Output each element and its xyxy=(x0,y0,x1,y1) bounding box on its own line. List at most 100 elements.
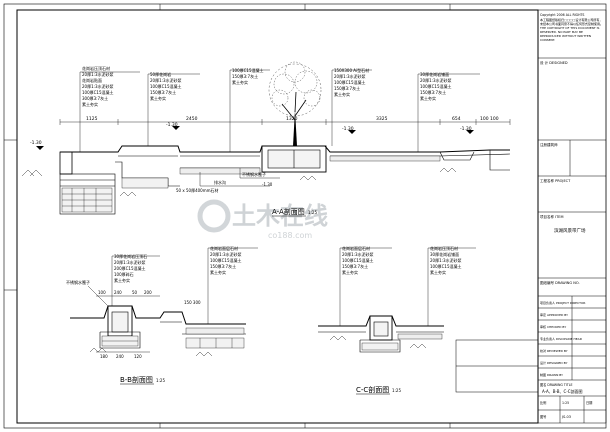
aa-center-note: 150厚3:7灰土 xyxy=(232,73,258,79)
cc-note: 花岗岩压顶石材 xyxy=(430,245,458,251)
copyright-note-cn: 本工程图纸版权归□□□□设计有限公司所有，未经本公司书面同意不得以任何形式复制使… xyxy=(540,18,604,26)
bb-dimensions: 100 240 50 200 150 300 180 240 120 xyxy=(96,290,201,359)
level-triangle-icon xyxy=(36,146,44,150)
aa-right-note: 20厚1:3水泥砂浆 xyxy=(334,73,366,79)
role-row: 项目负责人 PROJECT DIRECTOR xyxy=(540,300,585,305)
cc-note: 素土夯实 xyxy=(430,269,446,275)
aa-left-note: 300厚3:7灰土 xyxy=(82,95,108,101)
role-row: 校对 REVIEWED BY xyxy=(540,348,568,353)
aa-mid-note: 素土夯实 xyxy=(150,95,166,101)
cc-note: 150厚3:7灰土 xyxy=(342,263,368,269)
role-row: 设计 DESIGNED BY xyxy=(540,360,568,365)
date-label: 日期 xyxy=(586,400,592,405)
bb-note: 素土夯实 xyxy=(210,269,226,275)
aa-dim-label: 1320 xyxy=(286,116,298,122)
stamp-label: 注册建筑师 xyxy=(540,142,558,147)
role-row: 审定 APPROVED BY xyxy=(540,312,568,317)
aa-level: -1.30 xyxy=(166,122,178,128)
scale-value: 1:25 xyxy=(562,401,569,405)
bb-dim-label: 200 xyxy=(144,290,152,295)
copyright: Copyright 2006 ALL RIGHTS xyxy=(540,13,584,17)
cc-note: 花岗岩面层石材 xyxy=(342,245,370,251)
cc-note: 100厚C15混凝土 xyxy=(430,263,462,269)
bb-notes: 30厚花岗岩压顶石 20厚1:3水泥砂浆 200厚C15混凝土 100厚碎石 素… xyxy=(66,245,242,285)
aa-left-note: 花岗岩贴面 xyxy=(82,77,102,83)
aa-dim-label: 2450 xyxy=(186,116,198,122)
section-aa xyxy=(21,145,511,215)
cc-notes: 花岗岩面层石材 20厚1:3水泥砂浆 100厚C15混凝土 150厚3:7灰土 … xyxy=(342,245,462,275)
bb-note: 花岗岩面层石材 xyxy=(210,245,238,251)
aa-bottom-note: -1.30 xyxy=(262,182,273,187)
bb-note: 20厚1:3水泥砂浆 xyxy=(114,259,146,265)
aa-right-note: 150X300 Ai型石材 xyxy=(334,67,369,73)
drawing-no-label: 图纸编号 DRAWING NO. xyxy=(540,280,580,285)
section-title: A-A剖面图 xyxy=(272,207,305,216)
section-scale: 1:25 xyxy=(156,378,165,383)
aa-left-notes: 花岗岩压顶石材 20厚1:3水泥砂浆 花岗岩贴面 20厚1:3水泥砂浆 100厚… xyxy=(82,65,114,107)
aa-mid-note: 50厚花岗岩 xyxy=(150,71,171,77)
sheet-number: JS-03 xyxy=(561,415,571,419)
cc-note: 素土夯实 xyxy=(342,269,358,275)
aa-far-notes: 30厚花岗岩铺面 20厚1:3水泥砂浆 100厚C15混凝土 150厚3:7灰土… xyxy=(420,71,452,101)
title-block-text: Copyright 2006 ALL RIGHTS 本工程图纸版权归□□□□设计… xyxy=(540,13,604,419)
bb-dim-label: 100 xyxy=(98,290,106,295)
aa-bottom-note: 不锈钢水篦子 xyxy=(242,171,266,177)
aa-left-note: 花岗岩压顶石材 xyxy=(82,65,110,71)
level-triangle-icon xyxy=(172,126,180,130)
level-triangle-icon xyxy=(466,130,474,134)
bb-bottom-dim: 180 xyxy=(100,354,108,359)
aa-far-note: 素土夯实 xyxy=(420,95,436,101)
aa-far-note: 20厚1:3水泥砂浆 xyxy=(420,77,452,83)
aa-left-note: 100厚C15混凝土 xyxy=(82,89,114,95)
aa-mid-note: 20厚1:3水泥砂浆 xyxy=(150,77,182,83)
bb-title: B-B剖面图 1:25 xyxy=(120,375,165,385)
section-scale: 1:25 xyxy=(308,210,317,215)
bb-bottom-dim: 120 xyxy=(134,354,142,359)
section-scale: 1:25 xyxy=(392,388,401,393)
cc-note: 20厚1:3水泥砂浆 xyxy=(342,251,374,257)
aa-center-note: 100厚C15混凝土 xyxy=(232,67,264,73)
bb-note: 150厚3:7灰土 xyxy=(210,263,236,269)
cc-foundation-hatch xyxy=(361,333,443,351)
aa-center-notes: 100厚C15混凝土 150厚3:7灰土 素土夯实 xyxy=(232,67,264,85)
bb-left-note: 不锈钢水篦子 xyxy=(66,279,90,285)
bb-note: 20厚1:3水泥砂浆 xyxy=(210,251,242,257)
bb-bottom-dim: 240 xyxy=(116,354,124,359)
aa-dim-label: 3325 xyxy=(376,116,388,122)
aa-earth-symbols xyxy=(21,167,457,197)
aa-left-note: 素土夯实 xyxy=(82,101,98,107)
aa-right-note: 100厚C15混凝土 xyxy=(334,79,366,85)
bb-note: 素土夯实 xyxy=(114,277,130,283)
aa-mid-note: 150厚3:7灰土 xyxy=(150,89,176,95)
bb-dim-label: 150 300 xyxy=(184,300,201,305)
cc-note: 30厚花岗岩铺面 xyxy=(430,251,459,257)
watermark-logo-icon xyxy=(197,199,231,233)
scale-label: 比例 xyxy=(540,400,546,405)
project-label: 项目名称 ITEM xyxy=(540,214,564,219)
level-triangle-icon xyxy=(348,130,356,134)
aa-bottom-note: 排水沟 xyxy=(214,179,226,185)
project-name: 滨湖风景带广场 xyxy=(554,227,586,234)
bb-dim-label: 50 xyxy=(132,290,138,295)
aa-level: -1.30 xyxy=(342,126,354,132)
aa-level: -1.30 xyxy=(30,140,42,146)
aa-right-note: 素土夯实 xyxy=(334,91,350,97)
aa-dim-label: 654 xyxy=(452,116,461,122)
aa-bottom-notes: 50 x 50厚400mm石材 不锈钢水篦子 排水沟 -1.30 xyxy=(176,171,273,193)
aa-left-note: 20厚1:3水泥砂浆 xyxy=(82,83,114,89)
bb-dim-label: 240 xyxy=(114,290,122,295)
aa-dimension-labels: 1125 2450 1320 3325 654 100 100 xyxy=(86,116,499,122)
watermark-subtext: co188.com xyxy=(268,231,312,240)
tree-elevation xyxy=(268,61,322,146)
section-title: C-C剖面图 xyxy=(356,385,389,394)
bb-note: 100厚碎石 xyxy=(114,271,134,277)
bb-note: 200厚C15混凝土 xyxy=(114,265,146,271)
section-cc xyxy=(318,247,476,353)
section-title: B-B剖面图 xyxy=(120,375,153,384)
aa-level-markers: -1.30 -1.30 -1.30 -1.30 xyxy=(30,122,474,150)
bb-foundation-hatch xyxy=(101,327,245,349)
stamp-area xyxy=(455,339,539,393)
bb-note: 100厚C15混凝土 xyxy=(210,257,242,263)
cc-note: 20厚1:3水泥砂浆 xyxy=(430,257,462,263)
aa-bottom-note: 50 x 50厚400mm石材 xyxy=(176,187,219,193)
